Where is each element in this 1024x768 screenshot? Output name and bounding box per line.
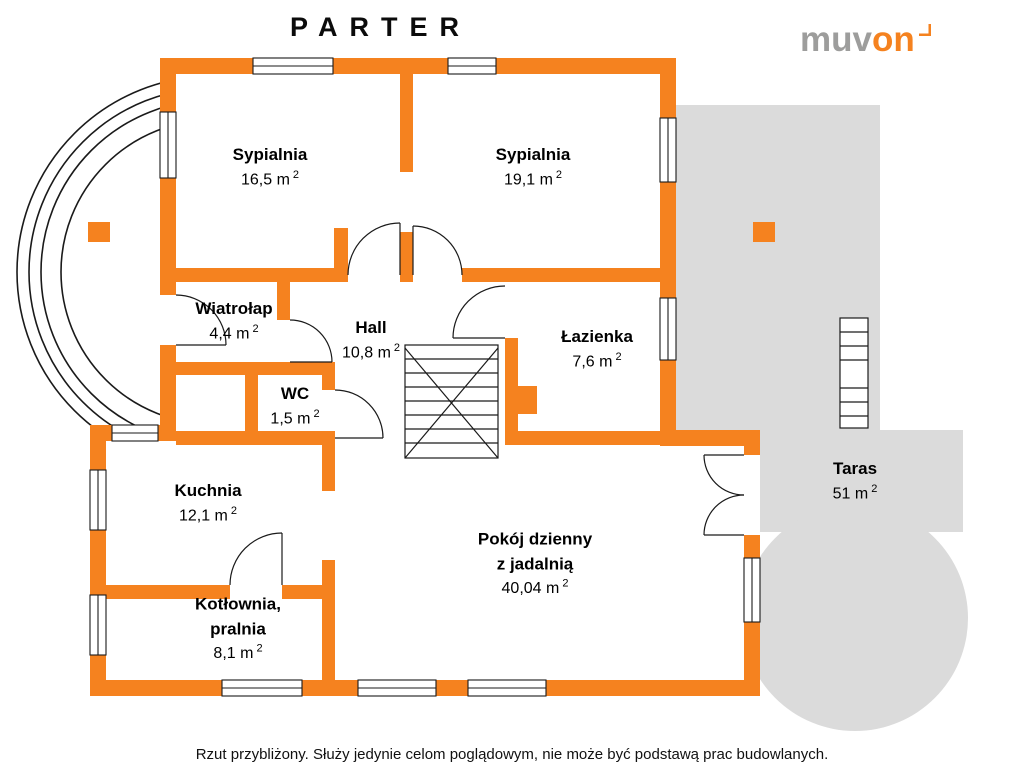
chimney-block-right <box>753 222 775 242</box>
logo-arrow-icon <box>918 24 931 36</box>
staircase <box>404 344 499 459</box>
door-swings <box>175 222 745 586</box>
garden-arcs <box>16 80 168 464</box>
logo-text-orange: on <box>871 20 915 59</box>
window-openings <box>89 57 761 697</box>
terrace-ladder <box>839 317 869 429</box>
chimney-block-left <box>88 222 110 242</box>
terrace-area <box>676 105 968 731</box>
logo-text-gray: muv <box>800 20 872 59</box>
disclaimer-text: Rzut przybliżony. Służy jedynie celom po… <box>195 746 829 763</box>
page-title: PARTER <box>290 12 472 42</box>
